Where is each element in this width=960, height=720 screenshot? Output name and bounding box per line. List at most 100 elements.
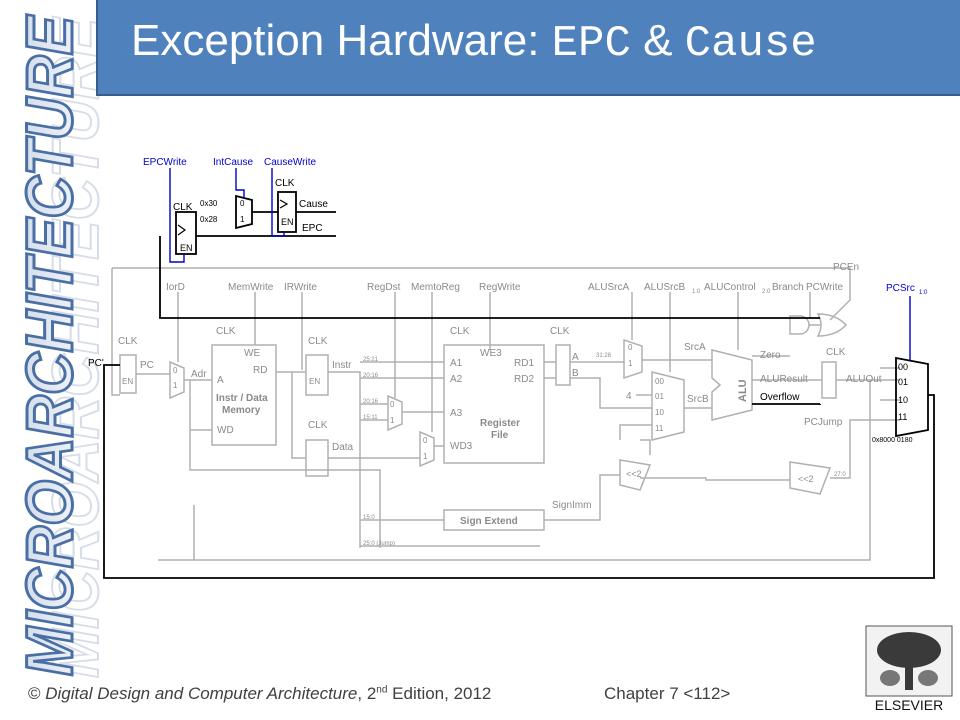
alucontrol-sub: 2:0 <box>762 289 771 295</box>
pcsrc-10: 10 <box>898 395 908 405</box>
title-epc: EPC <box>551 19 631 69</box>
epc-clk-label: CLK <box>173 202 193 213</box>
bits-25-21: 25:21 <box>363 357 379 363</box>
reg-b-label: B <box>572 368 579 379</box>
regdst-mux-1: 1 <box>390 416 395 425</box>
rf-a1-label: A1 <box>450 358 463 369</box>
pcjump-label: PCJump <box>804 417 843 428</box>
title-amp: & <box>630 16 685 65</box>
mem-a-label: A <box>217 375 224 386</box>
pc-clk-label: CLK <box>118 336 138 347</box>
memtoreg-mux-0: 0 <box>423 436 428 445</box>
rf-a3-label: A3 <box>450 408 463 419</box>
regfile-label-1: Register <box>480 418 520 429</box>
srcb-10: 10 <box>655 408 664 417</box>
sidebar-title-shadow: MICROARCHITECTURE <box>38 16 100 678</box>
rf-wd3-label: WD3 <box>450 441 473 452</box>
rf-rd2-label: RD2 <box>514 374 534 385</box>
srcb-01: 01 <box>655 392 664 401</box>
chapter-page: Chapter 7 <112> <box>604 684 731 703</box>
memwrite-label: MemWrite <box>228 282 274 293</box>
footer-edition-sup: nd <box>376 684 388 696</box>
regdst-mux-0: 0 <box>390 400 395 409</box>
epcwrite-label: EPCWrite <box>143 157 187 168</box>
bits-20-16: 20:16 <box>363 373 379 379</box>
reg-a-label: A <box>572 352 579 363</box>
pcsrc-00: 00 <box>898 362 908 372</box>
cause-clk-label: CLK <box>275 178 295 189</box>
pcsrc-sub: 1:0 <box>919 290 928 296</box>
alusrca-label: ALUSrcA <box>588 282 629 293</box>
signext-label: Sign Extend <box>460 516 518 527</box>
ir-clk-label: CLK <box>308 336 328 347</box>
iord-label: IorD <box>166 282 185 293</box>
alusrca-mux-1: 1 <box>628 359 633 368</box>
epc-en-label: EN <box>180 243 193 253</box>
srcb-00: 00 <box>655 377 664 386</box>
aluout-label: ALUOut <box>846 374 882 385</box>
overflow-label: Overflow <box>760 392 800 403</box>
aluresult-label: ALUResult <box>760 374 808 385</box>
const-0x28: 0x28 <box>200 215 218 224</box>
pcprime-label: PC' <box>88 358 104 369</box>
causewrite-label: CauseWrite <box>264 157 316 168</box>
bits-15-11: 15:11 <box>363 415 378 421</box>
regdst-label: RegDst <box>367 282 401 293</box>
bits-31-28: 31:28 <box>596 353 612 359</box>
cause-label: Cause <box>299 199 328 210</box>
epc-label: EPC <box>302 223 323 234</box>
irwrite-label: IRWrite <box>284 282 317 293</box>
srcb-label: SrcB <box>687 394 709 405</box>
intcause-label: IntCause <box>213 157 253 168</box>
sidebar-title-graphic: MICROARCHITECTURE MICROARCHITECTURE <box>11 13 101 679</box>
data-clk-label: CLK <box>308 420 328 431</box>
alucontrol-label: ALUControl <box>704 282 756 293</box>
mem-rd-label: RD <box>253 365 267 376</box>
exception-address: 0x8000 0180 <box>872 437 913 444</box>
pc-en-label: EN <box>122 377 133 386</box>
adr-label: Adr <box>191 369 207 380</box>
alusrcb-sub: 1:0 <box>692 289 701 295</box>
elsevier-logo: ELSEVIER <box>865 625 953 713</box>
memory-label-2: Memory <box>222 405 261 416</box>
regfile-label-2: File <box>491 430 509 441</box>
pcsrc-11: 11 <box>898 412 907 422</box>
srca-label: SrcA <box>684 342 706 353</box>
pcsrc-label: PCSrc <box>886 283 915 294</box>
signimm-label: SignImm <box>552 500 591 511</box>
footer-citation: © Digital Design and Computer Architectu… <box>28 684 491 704</box>
cause-en-label: EN <box>281 217 294 227</box>
memtoreg-label: MemtoReg <box>411 282 460 293</box>
shift-left-jump-label: <<2 <box>798 474 814 484</box>
pcsrc-01: 01 <box>898 377 908 387</box>
bits-27-0: 27:0 <box>834 472 846 478</box>
instr-label: Instr <box>332 360 352 371</box>
shift-left-label: <<2 <box>626 469 642 479</box>
intcause-mux-0: 0 <box>240 199 245 208</box>
iord-mux-1: 1 <box>173 381 178 390</box>
rf-we3-label: WE3 <box>480 348 502 359</box>
footer-book-title: Digital Design and Computer Architecture <box>45 684 358 703</box>
srcb-11: 11 <box>655 424 664 433</box>
pcen-label: PCEn <box>833 262 859 273</box>
rf-clk-label: CLK <box>450 326 470 337</box>
mem-wd-label: WD <box>217 425 234 436</box>
bits-15-0: 15:0 <box>363 515 375 521</box>
mem-we-label: WE <box>244 348 260 359</box>
ir-en-label: EN <box>309 377 320 386</box>
footer-copyright: © <box>28 684 46 703</box>
regwrite-label: RegWrite <box>479 282 521 293</box>
title-bar <box>96 0 960 96</box>
const-four: 4 <box>626 391 632 402</box>
footer-edition-num: , 2 <box>357 684 377 703</box>
elsevier-logo-text: ELSEVIER <box>875 697 943 713</box>
intcause-mux-1: 1 <box>240 215 245 224</box>
footer-edition-rest: Edition, 2012 <box>387 684 492 703</box>
memtoreg-mux-1: 1 <box>423 452 428 461</box>
rf-a2-label: A2 <box>450 374 463 385</box>
title-text: Exception Hardware: <box>131 16 552 65</box>
zero-label: Zero <box>760 350 781 361</box>
iord-mux-0: 0 <box>173 366 178 375</box>
branch-label: Branch <box>772 282 804 293</box>
